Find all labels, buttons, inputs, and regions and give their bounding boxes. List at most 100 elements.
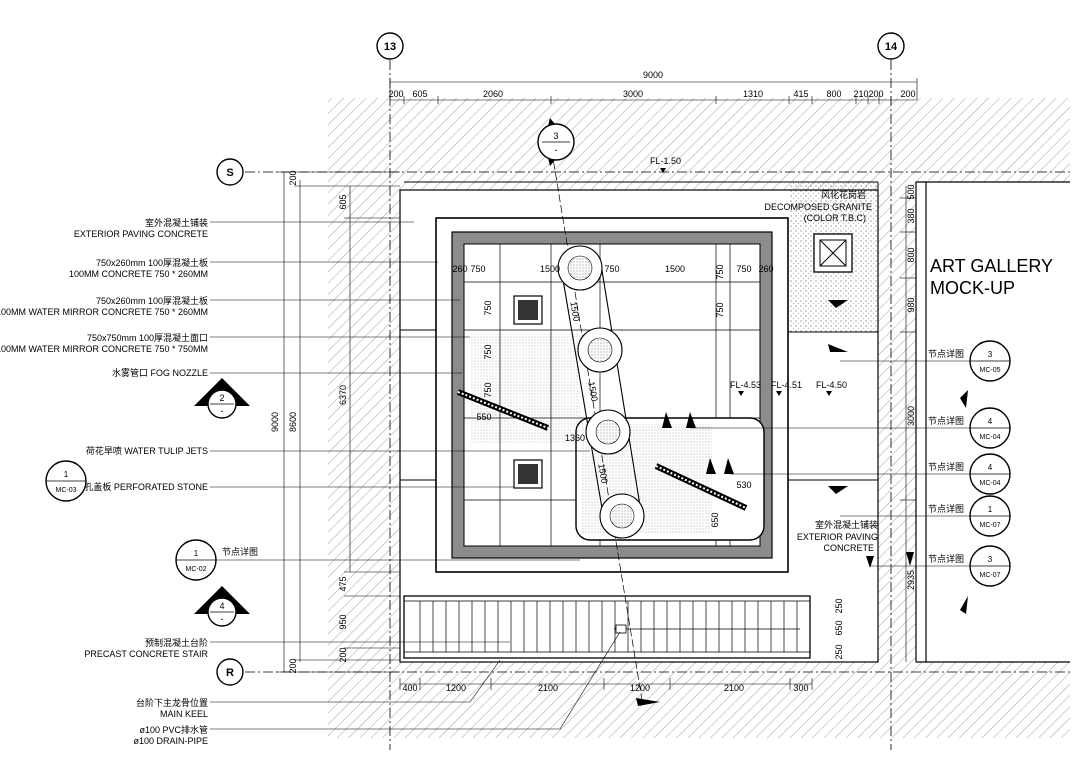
fog-nozzle-bar-1-core [457,391,549,429]
level-label: FL-4.53 [730,380,761,390]
left-dimension-chain [276,171,400,673]
dim-label: 1310 [743,89,763,99]
dim-label: 800 [906,247,916,262]
dim-label: 3000 [906,406,916,426]
dim-label: 3000 [623,89,643,99]
dim-label: 1200 [446,683,466,693]
dim-label: 1500 [568,301,581,322]
ann-mirror-260-cn: 750x260mm 100厚混凝土板 [96,295,208,306]
level-label: FL-1.50 [650,156,681,166]
dim-label: 500 [906,184,916,199]
left-annotations: 室外混凝土铺装 EXTERIOR PAVING CONCRETE 750x260… [0,217,621,746]
dim-label: 2100 [724,683,744,693]
callout-top: 1 [988,505,993,514]
callout-bottom: MC-02 [185,566,206,573]
detail-label: 节点详图 [222,546,258,557]
dim-label: 300 [793,683,808,693]
dim-label: 650 [710,512,720,527]
section-3-bottom: - [555,145,558,155]
dim-label: 2935 [906,570,916,590]
dim-label: 800 [826,89,841,99]
dim-label: 475 [338,576,348,591]
bottom-dimension-chain [399,678,813,690]
detail-label: 节点详图 [928,461,964,472]
detail-label: 节点详图 [928,415,964,426]
callout-mc-07-a: 1 MC-07 节点详图 [840,495,1011,537]
callout-top: 1 [194,549,199,558]
dim-overall-width: 9000 [643,70,663,80]
callout-bottom: MC-05 [979,367,1000,374]
section-4-bottom: - [221,614,224,624]
level-label: FL-4.50 [816,380,847,390]
dim-label: 550 [476,412,491,422]
grid-lines [245,60,1070,750]
callout-bottom: MC-07 [979,522,1000,529]
section-3-top: 3 [553,131,558,141]
dim-label: 1200 [630,683,650,693]
gallery-title-line-2: MOCK-UP [930,278,1015,298]
ann-mirror-750-en: 100MM WATER MIRROR CONCRETE 750 * 750MM [0,344,208,354]
grid-label-s: S [226,167,233,179]
dim-label: 260 [758,264,773,274]
dim-label: 210 [853,89,868,99]
dim-label: 415 [793,89,808,99]
gallery-title-line-1: ART GALLERY [930,256,1053,276]
dim-label: 1360 [565,433,585,443]
callout-mc-07-b: 3 MC-07 节点详图 [870,545,1011,587]
dim-label: 200 [388,89,403,99]
dim-label: 400 [402,683,417,693]
grid-bubble-13: 13 [376,32,404,60]
dim-label: 1500 [596,463,609,484]
manhole-cover [813,233,853,273]
grid-bubble-r: R [216,658,244,686]
dim-label: 605 [412,89,427,99]
callout-top: 3 [988,555,993,564]
inner-dimension-labels: 260 750 1500 750 1500 750 750 260 750 75… [452,264,773,528]
dim-label: 2060 [483,89,503,99]
perforated-stone-drain-2 [513,459,543,489]
dim-label: 750 [715,302,725,317]
drain-pipe-head [615,624,627,634]
detail-label: 节点详图 [928,503,964,514]
section-marker-2: 2 - [194,378,250,419]
dim-label: 750 [604,264,619,274]
ann-keel-cn: 台阶下主龙骨位置 [136,697,208,708]
gallery-walls [915,181,1070,663]
detail-label: 节点详图 [928,553,964,564]
grid-label-r: R [226,667,234,679]
dim-label: 250 [834,598,844,613]
dim-label: 750 [736,264,751,274]
dim-label: 605 [338,194,348,209]
ann-drain-cn: ø100 PVC排水管 [139,724,208,735]
callout-mc-05: 3 MC-05 节点详图 [840,340,1011,382]
callout-top: 4 [988,463,993,472]
fog-nozzle-bar-2-core [655,465,747,509]
bottom-chain-labels: 400 1200 2100 1200 2100 300 [402,683,808,693]
dim-label: 200 [868,89,883,99]
section-2-top: 2 [219,393,224,403]
dim-label: 380 [906,208,916,223]
dim-label: 200 [288,658,298,673]
dim-label: 1500 [665,264,685,274]
ann-paving-cn: 室外混凝土铺装 [145,217,208,228]
callout-bottom: MC-04 [979,434,1000,441]
ann-fog-nozzle: 水雾管口 FOG NOZZLE [112,367,208,378]
ann-mirror-260-en: 100MM WATER MIRROR CONCRETE 750 * 260MM [0,307,208,317]
dim-label: 750 [715,264,725,279]
ann-concrete-750-cn: 750x260mm 100厚混凝土板 [96,257,208,268]
dim-label: 1500 [586,381,599,402]
top-dimension-chain [389,78,918,104]
top-chain-labels: 200 605 2060 3000 1310 415 800 210 200 2… [388,89,915,99]
dim-label: 200 [338,647,348,662]
callout-bottom: MC-07 [979,572,1000,579]
callout-top: 1 [64,470,69,479]
paving-right-en-1: EXTERIOR PAVING [797,532,878,542]
callout-mc-04-b: 4 MC-04 节点详图 [730,453,1011,495]
callout-mc-02: 1 MC-02 节点详图 [175,539,580,581]
view-arrows [636,300,968,706]
paving-right-cn: 室外混凝土铺装 [815,519,878,530]
ann-stair-en: PRECAST CONCRETE STAIR [84,649,208,659]
paving-right-en-2: CONCRETE [823,543,874,553]
grid-bubble-s: S [216,158,244,186]
